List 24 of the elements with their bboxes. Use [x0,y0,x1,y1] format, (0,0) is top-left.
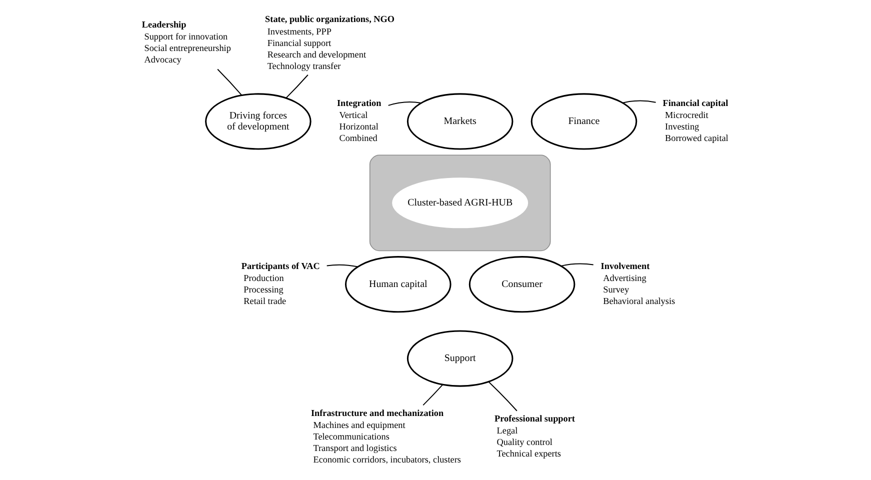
connector [285,74,308,99]
node-text: Integration Vertical Horizontal Combined [336,98,381,144]
node-text: Participants of VAC Production Processing Retail trade [240,260,320,306]
node-ellipse: Support [406,330,513,387]
connector [422,384,443,406]
connector [387,101,422,106]
node-text: State, public organizations, NGO Investments, PPP Financial support Research and development Technology transfer [264,14,394,71]
connector [488,381,517,412]
node-ellipse: Finance [530,93,637,150]
connector [326,264,358,268]
node-ellipse: Driving forces of development [204,93,311,150]
connector [216,68,242,96]
node-ellipse: Human capital [344,256,451,313]
connector [622,100,656,104]
node-ellipse: Cluster-based AGRI-HUB [392,178,528,228]
node-text: Professional support Legal Quality control Technical experts [494,413,574,459]
node-text: Leadership Support for innovation Social entrepreneurship Advocacy [141,19,230,65]
node-ellipse: Consumer [468,256,575,313]
node-text: Financial capital Microcredit Investing Borrowed capital [662,98,728,144]
node-text: Involvement Advertising Survey Behavioral analysis [600,260,675,306]
connector [560,263,594,266]
node-text: Infrastructure and mechanization Machines and equipment Telecommunications Transport and logistics Economic corridors, incubators, clusters [310,408,460,465]
cluster [368,154,550,252]
node-ellipse: Markets [406,93,513,150]
